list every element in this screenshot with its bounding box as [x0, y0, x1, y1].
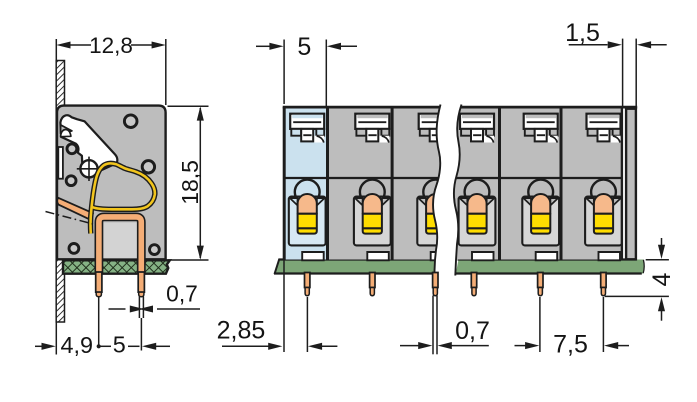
svg-text:1,5: 1,5	[565, 19, 600, 47]
svg-text:12,8: 12,8	[89, 33, 133, 58]
svg-text:18,5: 18,5	[177, 160, 203, 205]
svg-text:5: 5	[113, 332, 126, 358]
svg-text:4,9: 4,9	[61, 332, 94, 358]
svg-text:5: 5	[297, 33, 311, 61]
svg-text:0,7: 0,7	[455, 317, 490, 345]
svg-text:7,5: 7,5	[553, 331, 588, 359]
svg-text:4: 4	[648, 272, 676, 286]
svg-text:2,85: 2,85	[217, 317, 266, 345]
svg-text:0,7: 0,7	[166, 281, 198, 307]
